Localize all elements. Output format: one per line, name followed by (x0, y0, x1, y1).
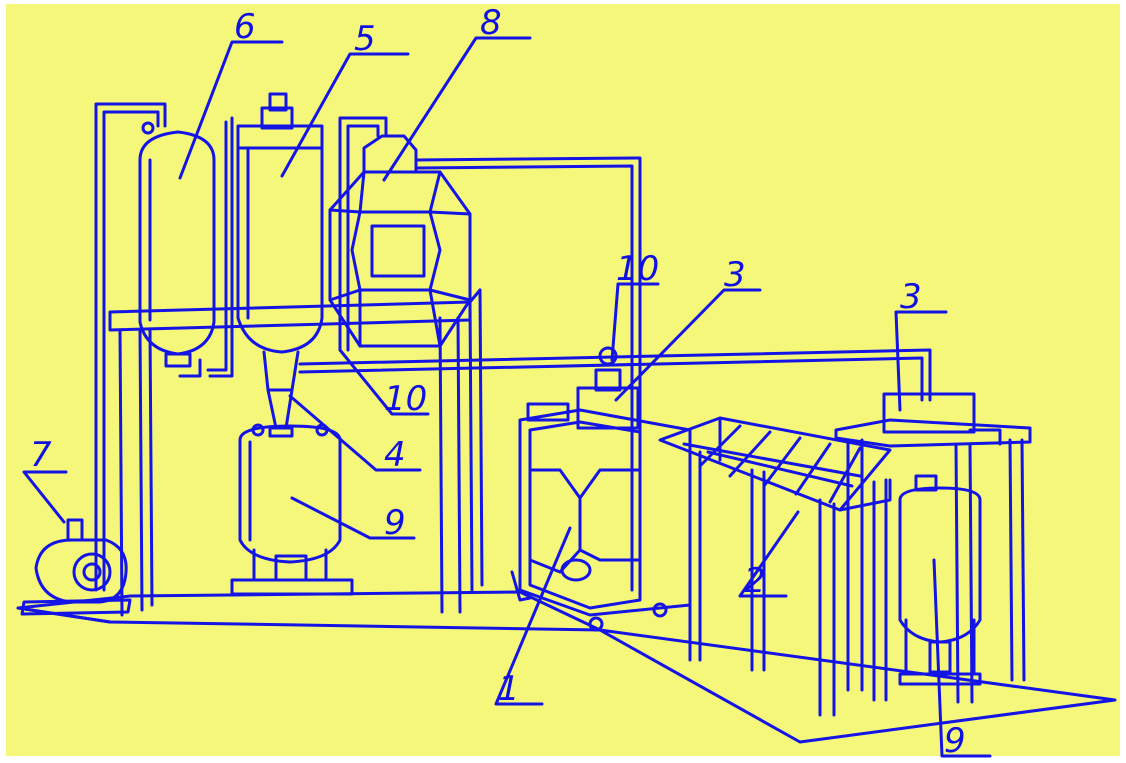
drawing-background (6, 4, 1120, 756)
label-1: 1 (498, 669, 520, 709)
label-10-left: 10 (384, 379, 427, 419)
label-7: 7 (30, 435, 52, 475)
label-3-right: 3 (900, 277, 922, 317)
label-9-left: 9 (384, 503, 406, 543)
pump-7 (20, 518, 132, 616)
label-9-right: 9 (944, 721, 966, 761)
label-6: 6 (234, 7, 256, 47)
collector-9-left (230, 423, 354, 596)
conveyor-2 (658, 416, 892, 717)
unit-3-right (834, 392, 1032, 704)
support-frame (108, 288, 484, 617)
filter-5 (206, 92, 324, 392)
callout-labels: 6 5 8 10 4 9 7 10 3 3 1 2 9 (30, 3, 966, 761)
label-2: 2 (744, 561, 766, 601)
pipe-horizontal (298, 348, 932, 402)
label-5: 5 (354, 19, 376, 59)
label-3-center: 3 (724, 255, 746, 295)
return-pipe-left (94, 102, 167, 592)
label-10-right: 10 (616, 249, 659, 289)
tank-6 (138, 121, 216, 378)
label-8: 8 (480, 3, 502, 43)
label-4: 4 (384, 435, 406, 475)
leader-lines (22, 36, 992, 758)
separator-4 (266, 388, 294, 438)
